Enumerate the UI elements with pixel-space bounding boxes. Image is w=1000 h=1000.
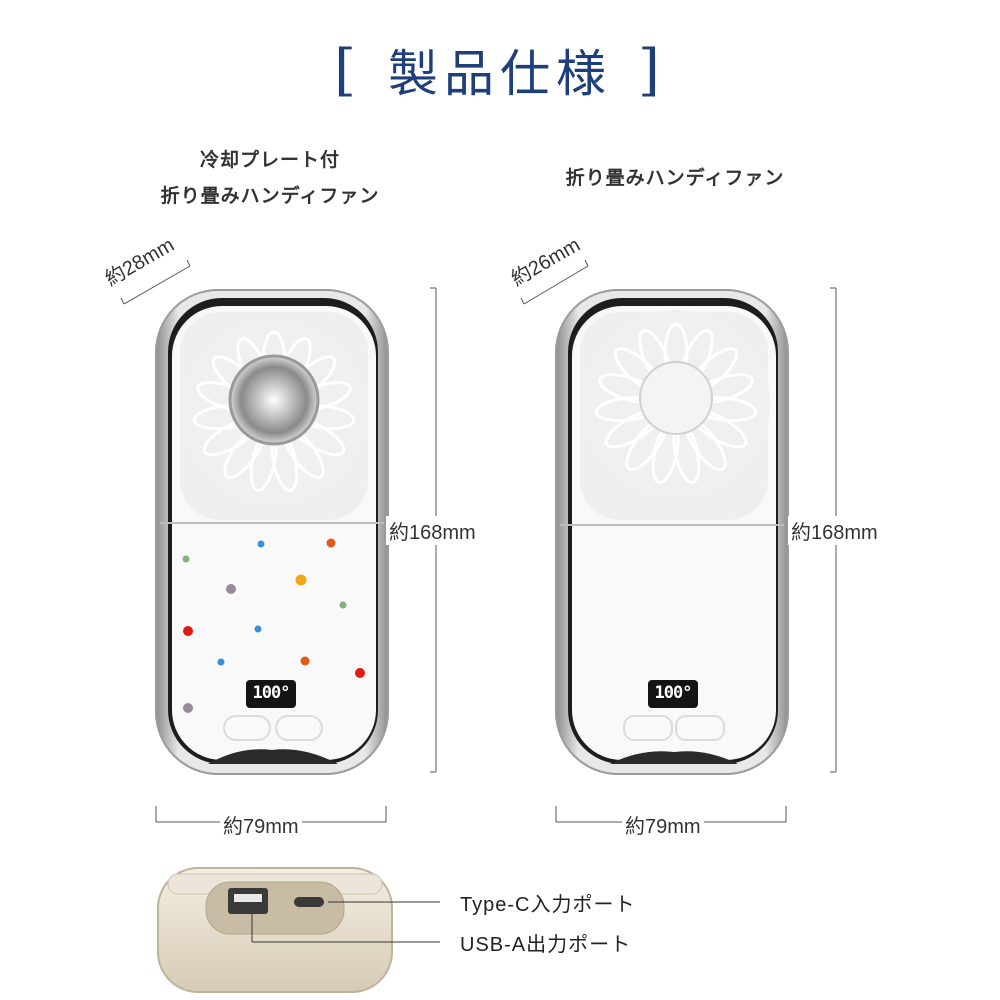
right-fan: [555, 289, 789, 775]
page-title: [ 製品仕様 ]: [0, 30, 1000, 110]
left-width-label: 約79mm: [220, 810, 302, 839]
usb-a-port-label: USB-A出力ポート: [460, 934, 632, 956]
left-fan-button-1: [223, 715, 271, 741]
port-leader-lines: [251, 901, 440, 943]
right-height-label: 約168mm: [788, 516, 881, 545]
left-fan-cooling-plate: [228, 354, 320, 446]
left-height-label: 約168mm: [386, 516, 479, 545]
title-text: 製品仕様: [388, 45, 612, 103]
right-width-label: 約79mm: [622, 810, 704, 839]
right-fan-bottom-slot: [610, 751, 738, 764]
type-c-port: [294, 897, 324, 907]
right-fan-button-1: [623, 715, 673, 741]
port-panel: [205, 881, 345, 935]
left-display-value: 100°: [252, 683, 291, 703]
title-bracket-open: [: [334, 37, 362, 103]
right-display-value: 100°: [654, 683, 693, 703]
right-product-caption: 折り畳みハンディファン: [565, 167, 785, 189]
left-caption-line2: 折り畳みハンディファン: [160, 185, 380, 207]
left-fan-display: [246, 680, 296, 708]
right-fan-display: [648, 680, 698, 708]
right-fan-hub: [639, 361, 713, 435]
port-view: [157, 867, 393, 993]
left-product-caption: 冷却プレート付 折り畳みハンディファン: [140, 142, 400, 214]
title-bracket-close: ]: [638, 37, 666, 103]
type-c-port-label: Type-C入力ポート: [460, 894, 636, 916]
left-fan-button-2: [275, 715, 323, 741]
right-fan-button-2: [675, 715, 725, 741]
left-caption-line1: 冷却プレート付: [199, 149, 340, 171]
left-fan-dots: [182, 538, 365, 713]
left-fan: [155, 289, 389, 775]
left-fan-bottom-slot: [208, 749, 338, 764]
